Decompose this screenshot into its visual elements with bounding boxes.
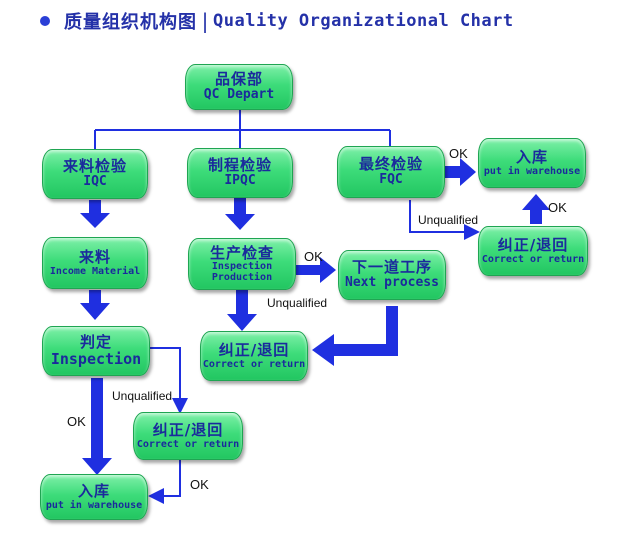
node-correct-left: 纠正/退回 Correct or return: [133, 412, 243, 460]
node-correct-mid: 纠正/退回 Correct or return: [200, 331, 308, 381]
node-en-label: Inspection: [50, 350, 142, 368]
node-en-label: IPQC: [224, 173, 256, 189]
arrow-income-to-judgement: [80, 290, 110, 320]
arrow-fqc-to-warehouse: [445, 158, 476, 186]
node-cn-label: 来料: [78, 247, 111, 266]
node-en-label: Income Material: [49, 265, 141, 277]
node-cn-label: 下一道工序: [351, 257, 432, 276]
node-en-label: Correct or return: [481, 253, 585, 265]
node-en-label: Correct or return: [202, 358, 306, 370]
label-ok-production: OK: [304, 249, 323, 264]
node-cn-label: 品保部: [214, 69, 263, 88]
node-en-label: put in warehouse: [483, 165, 581, 177]
chart-header: 质量组织机构图 | Quality Organizational Chart: [40, 8, 514, 34]
node-en-label: FQC: [379, 172, 403, 188]
node-correct-right: 纠正/退回 Correct or return: [478, 226, 588, 276]
node-en-label: Next process: [345, 275, 439, 291]
node-ipqc: 制程检验 IPQC: [187, 148, 293, 198]
label-ok-judgement: OK: [67, 414, 86, 429]
node-cn-label: 纠正/退回: [152, 420, 224, 439]
node-en-label: QC Depart: [203, 87, 275, 103]
node-inspection-production: 生产检查 Inspection Production: [188, 238, 296, 290]
node-en-label: put in warehouse: [45, 499, 143, 511]
node-en-label: Correct or return: [136, 438, 240, 450]
node-en-label-line2: Production: [211, 271, 273, 283]
label-unqualified-production: Unqualified: [267, 296, 328, 310]
title-chinese: 质量组织机构图: [64, 12, 197, 33]
label-ok-fqc: OK: [449, 146, 468, 161]
node-cn-label: 制程检验: [207, 155, 272, 174]
arrow-ipqc-to-production: [225, 198, 255, 230]
thin-connector-correct-to-warehouse: [148, 460, 181, 504]
title-english: Quality Organizational Chart: [213, 11, 514, 31]
title-separator: |: [199, 9, 212, 33]
label-unqualified-fqc: Unqualified: [418, 213, 479, 227]
node-judgement: 判定 Inspection: [42, 326, 150, 376]
label-ok-correct-left: OK: [190, 477, 209, 492]
node-next-process: 下一道工序 Next process: [338, 250, 446, 300]
node-cn-label: 纠正/退回: [497, 235, 569, 254]
arrow-iqc-to-income: [80, 200, 110, 228]
node-en-label: IQC: [83, 174, 107, 190]
arrow-correct-to-warehouse-up: [522, 194, 550, 224]
node-warehouse-bottom: 入库 put in warehouse: [40, 474, 148, 520]
node-cn-label: 纠正/退回: [218, 340, 290, 359]
node-cn-label: 入库: [515, 147, 548, 166]
node-cn-label: 判定: [79, 332, 112, 351]
node-cn-label: 入库: [77, 481, 110, 500]
arrow-production-to-correct: [227, 290, 257, 331]
thin-connector-judgement-unqualified: [150, 347, 188, 414]
thin-connector-fqc-unqualified: [409, 200, 480, 240]
node-income-material: 来料 Income Material: [42, 237, 148, 289]
label-unqualified-judgement: Unqualified: [112, 389, 173, 403]
node-cn-label: 来料检验: [62, 156, 127, 175]
node-qc-depart: 品保部 QC Depart: [185, 64, 293, 110]
node-cn-label: 最终检验: [358, 154, 423, 173]
node-warehouse-top: 入库 put in warehouse: [478, 138, 586, 188]
node-fqc: 最终检验 FQC: [337, 146, 445, 198]
arrow-production-to-next: [296, 257, 336, 283]
node-iqc: 来料检验 IQC: [42, 149, 148, 199]
label-ok-correct-right: OK: [548, 200, 567, 215]
node-cn-label: 生产检查: [209, 243, 274, 262]
arrow-next-to-correct: [312, 306, 398, 366]
arrow-judgement-to-warehouse: [82, 378, 112, 475]
node-en-label-line1: Inspection: [211, 261, 273, 273]
bullet-icon: [40, 16, 50, 26]
